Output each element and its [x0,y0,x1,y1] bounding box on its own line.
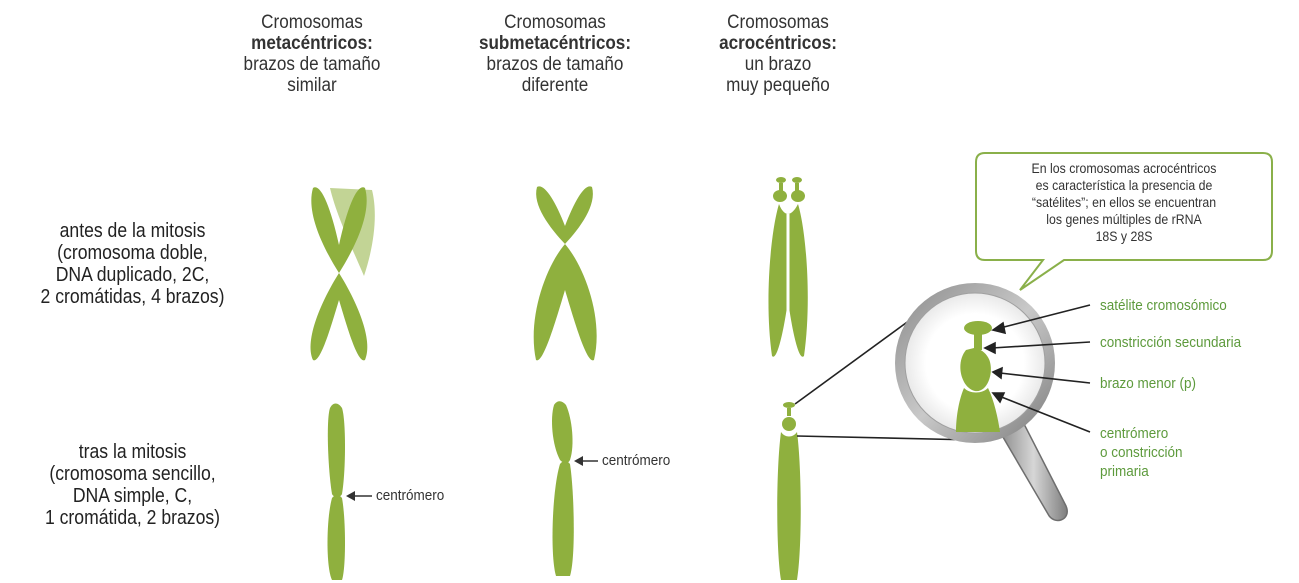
row-after-line2: (cromosoma sencillo, [16,463,249,485]
submetacentric-single-chromosome [552,401,574,576]
header-metacentric: Cromosomas metacéntricos: brazos de tama… [231,12,393,96]
centromere-arrow-meta [346,491,372,501]
row-label-before-mitosis: antes de la mitosis (cromosoma doble, DN… [16,220,249,308]
metacentric-double-chromosome [311,187,375,360]
row-after-line4: 1 cromátida, 2 brazos) [16,507,249,529]
row-before-line3: DNA duplicado, 2C, [16,264,249,286]
centromere-arrow-submeta [574,456,598,466]
label-primary-centromere: centrómero o constricción primaria [1100,424,1183,481]
callout-line3: “satélites”; en ellos se encuentran [997,194,1250,211]
header-metacentric-line1: Cromosomas [231,12,393,33]
row-after-line1: tras la mitosis [16,441,249,463]
label-centromere-line3: primaria [1100,462,1183,481]
header-acrocentric-line3: un brazo [697,54,859,75]
acrocentric-single-chromosome [777,402,801,580]
callout-line4: los genes múltiples de rRNA [997,211,1250,228]
row-after-line3: DNA simple, C, [16,485,249,507]
header-acrocentric: Cromosomas acrocéntricos: un brazo muy p… [697,12,859,96]
label-short-arm: brazo menor (p) [1100,374,1196,393]
label-centromere-line1: centrómero [1100,424,1183,443]
header-submetacentric-line4: diferente [465,75,645,96]
header-metacentric-title: metacéntricos: [231,33,393,54]
label-secondary-constriction: constricción secundaria [1100,333,1241,352]
callout-line2: es característica la presencia de [997,177,1250,194]
magnifier-handle [1000,420,1067,520]
row-before-line4: 2 cromátidas, 4 brazos) [16,286,249,308]
metacentric-single-chromosome [328,404,346,581]
header-acrocentric-line4: muy pequeño [697,75,859,96]
header-submetacentric-line1: Cromosomas [465,12,645,33]
header-acrocentric-line1: Cromosomas [697,12,859,33]
header-submetacentric-title: submetacéntricos: [465,33,645,54]
submetacentric-double-chromosome [534,186,597,360]
acrocentric-double-chromosome [768,177,807,360]
header-metacentric-line4: similar [231,75,393,96]
label-satellite: satélite cromosómico [1100,296,1227,315]
label-centromere-line2: o constricción [1100,443,1183,462]
callout-line5: 18S y 28S [997,228,1250,245]
callout-line1: En los cromosomas acrocéntricos [997,160,1250,177]
centromere-label-meta: centrómero [376,487,444,504]
header-submetacentric: Cromosomas submetacéntricos: brazos de t… [465,12,645,96]
header-submetacentric-line3: brazos de tamaño [465,54,645,75]
header-metacentric-line3: brazos de tamaño [231,54,393,75]
centromere-label-submeta: centrómero [602,452,670,469]
row-label-after-mitosis: tras la mitosis (cromosoma sencillo, DNA… [16,441,249,529]
callout-text: En los cromosomas acrocéntricos es carac… [997,160,1250,245]
header-acrocentric-title: acrocéntricos: [697,33,859,54]
row-before-line1: antes de la mitosis [16,220,249,242]
row-before-line2: (cromosoma doble, [16,242,249,264]
